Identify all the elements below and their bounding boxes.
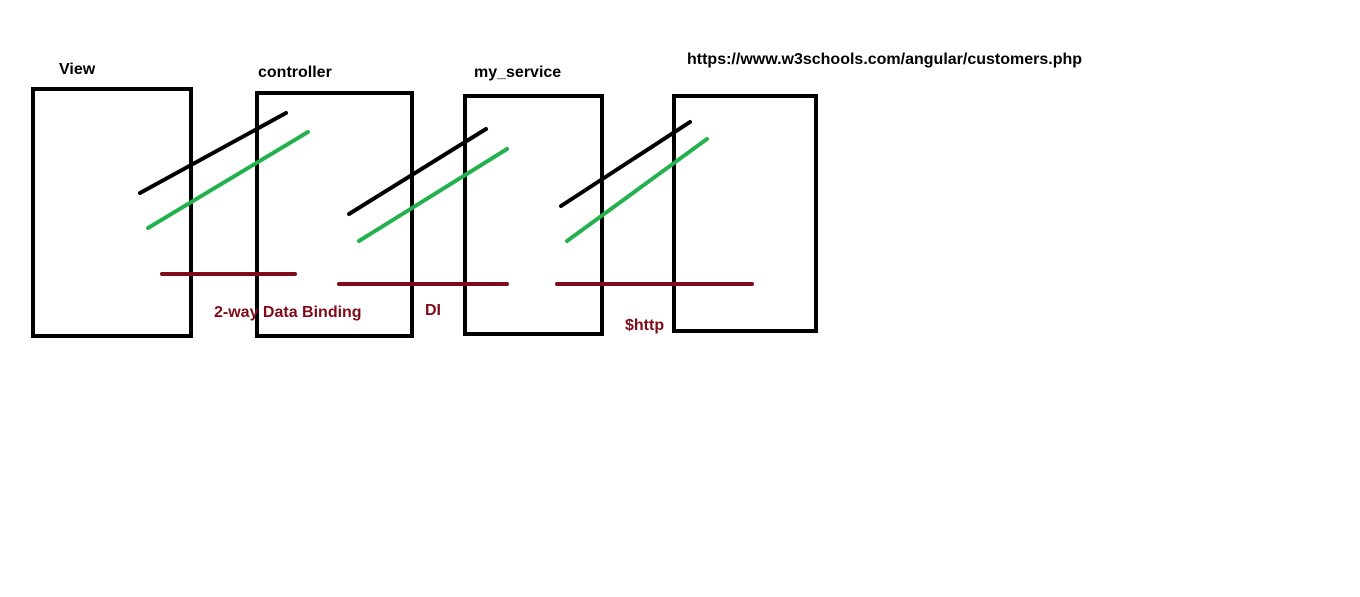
di-label: DI [425,302,441,319]
http-label: $http [625,317,665,334]
request-stroke-1 [138,111,288,195]
my-service-label: my_service [474,64,562,81]
view-label: View [59,61,96,78]
my-service-box [463,94,604,336]
two-way-binding-label: 2-way Data Binding [214,304,362,321]
response-stroke-1 [146,130,310,230]
request-stroke-2 [347,127,488,216]
source-url: https://www.w3schools.com/angular/custom… [687,51,1083,68]
controller-box [255,91,414,338]
response-stroke-2 [357,147,509,243]
response-stroke-3 [565,137,709,243]
request-stroke-3 [559,120,692,208]
controller-label: controller [258,64,332,81]
view-box [31,87,193,338]
server-box [672,94,818,333]
